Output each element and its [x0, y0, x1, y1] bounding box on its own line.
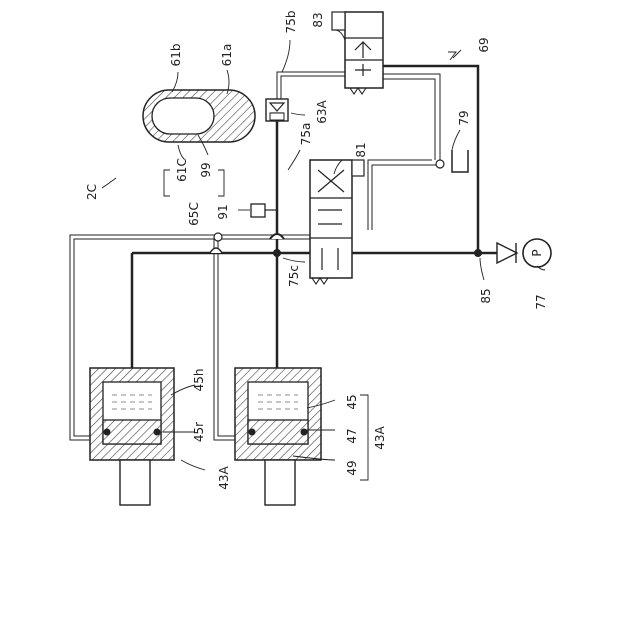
- label-pump-p: P: [530, 249, 544, 256]
- valve-83: [332, 12, 383, 94]
- label-65c: 65C: [187, 202, 201, 226]
- cylinder-left-43a: [90, 368, 174, 505]
- label-69: 69: [477, 37, 491, 52]
- label-2c: 2C: [85, 184, 99, 200]
- label-75c: 75c: [287, 265, 301, 287]
- accumulator-61c: [143, 90, 255, 142]
- label-43a-left: 43A: [217, 465, 231, 489]
- label-99: 99: [199, 162, 213, 177]
- label-75a: 75a: [299, 123, 313, 146]
- label-49: 49: [345, 460, 359, 475]
- label-91: 91: [216, 204, 230, 219]
- check-valve-63a: [266, 99, 288, 121]
- label-81: 81: [354, 142, 368, 157]
- label-61a: 61a: [220, 44, 234, 67]
- label-85: 85: [479, 288, 493, 303]
- label-61b: 61b: [169, 44, 183, 67]
- label-45r: 45r: [192, 422, 206, 442]
- label-79: 79: [457, 110, 471, 125]
- label-43a-right: 43A: [373, 425, 387, 449]
- label-75b: 75b: [284, 11, 298, 34]
- check-valve-85: [497, 243, 517, 263]
- label-63a: 63A: [315, 99, 329, 123]
- label-61c-inner: 61C: [175, 158, 189, 182]
- label-83: 83: [311, 12, 325, 27]
- label-45: 45: [345, 394, 359, 409]
- bracket-65c: [164, 170, 224, 196]
- tank-79: [452, 150, 468, 172]
- valve-81: [310, 160, 364, 284]
- label-45h: 45h: [192, 369, 206, 392]
- label-77: 77: [534, 294, 548, 309]
- cylinder-right-43a: [235, 368, 321, 505]
- label-47: 47: [345, 428, 359, 443]
- sensor-91: [251, 204, 265, 217]
